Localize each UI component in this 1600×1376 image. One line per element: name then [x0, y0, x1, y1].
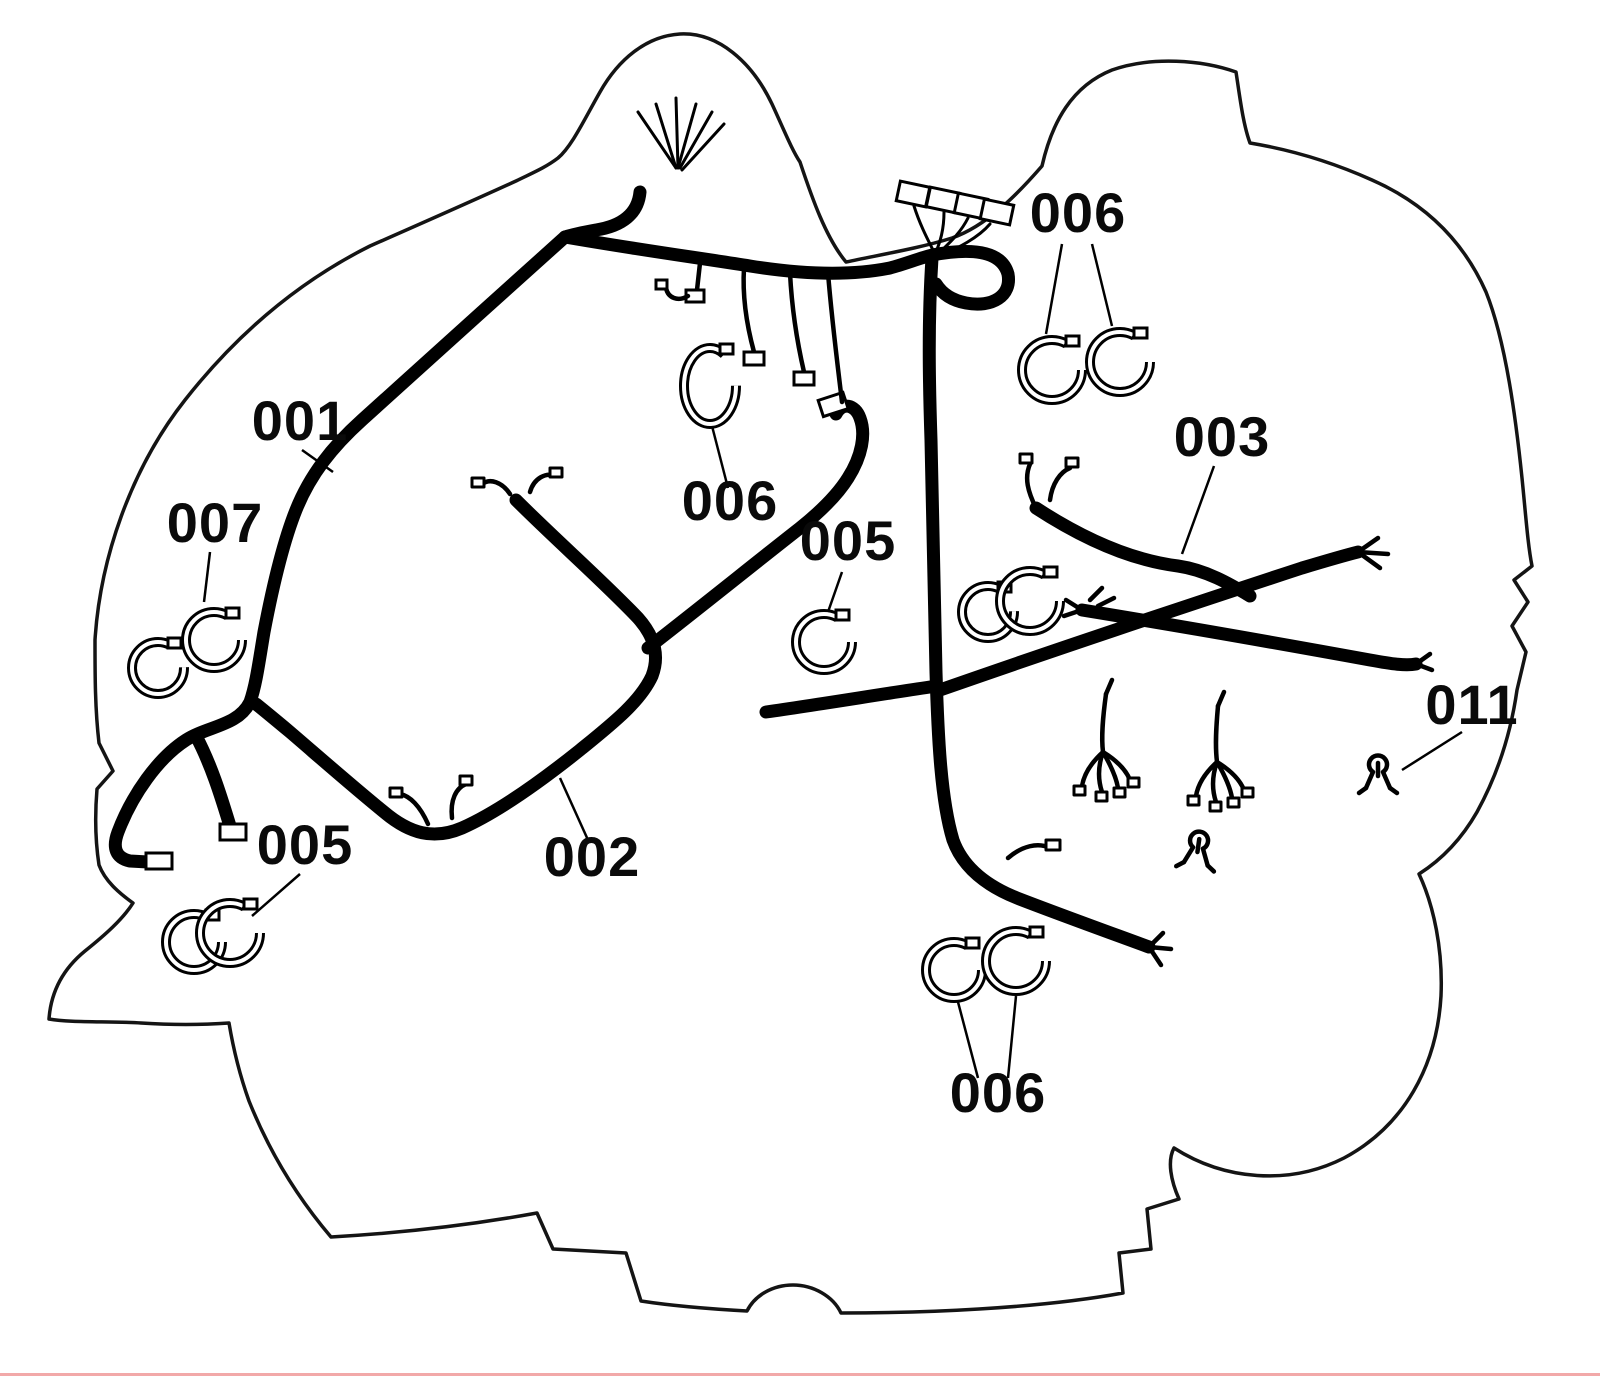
- push-clip: [1174, 829, 1217, 874]
- connector-cluster-top: [894, 179, 1016, 258]
- harness-003-cables: [933, 452, 1435, 697]
- clip-ring-006-center: [679, 342, 741, 429]
- push-clip-011: [1174, 753, 1400, 874]
- callout-001: 001: [252, 389, 348, 452]
- connector: [144, 851, 174, 871]
- plug-connector: [978, 197, 1016, 227]
- pigtail-bundle-a: [1072, 677, 1141, 803]
- clamp-rings: [127, 326, 1155, 1003]
- callout-007: 007: [167, 491, 263, 554]
- leader-lines: [202, 243, 1463, 1079]
- clip-ring-005-left-b: [195, 897, 265, 968]
- pigtail-bundle-b: [1186, 689, 1255, 813]
- wire-fan: [636, 96, 726, 172]
- clip-ring-005-center: [791, 608, 857, 675]
- drop-wires: [654, 260, 845, 405]
- connector: [218, 822, 248, 842]
- callout-006-bottom: 006: [950, 1061, 1046, 1124]
- vehicle-outline: [47, 32, 1534, 1315]
- harness-mid-horizontal-cable: [759, 680, 937, 719]
- callout-006-top-right: 006: [1030, 181, 1126, 244]
- clip-ring-006-bottom-b: [981, 925, 1051, 996]
- pigtail-hook-bottom: [1005, 838, 1062, 861]
- harness-top-horizontal-cable: [558, 230, 1015, 311]
- pigtail-connectors: [388, 466, 564, 827]
- plug-connector: [894, 179, 932, 209]
- callout-002: 002: [544, 825, 640, 888]
- callout-003: 003: [1174, 405, 1270, 468]
- clip-ring-mid-b: [995, 565, 1065, 636]
- callout-005-left: 005: [257, 813, 353, 876]
- callout-011: 011: [1425, 673, 1518, 736]
- callout-006-center: 006: [682, 469, 778, 532]
- clip-ring-007-a: [127, 636, 189, 699]
- clip-ring-007-b: [181, 606, 247, 673]
- pigtail-connectors: [1018, 452, 1080, 511]
- harness-002-loop-cable: [249, 466, 662, 841]
- clip-ring-006-bottom-a: [921, 936, 987, 1003]
- wire-fan-003: [1087, 585, 1117, 609]
- harness-right-vertical-cable: [922, 251, 1174, 968]
- bottom-edge-line: [0, 1373, 1600, 1376]
- clip-ring-006-tr-b: [1085, 326, 1155, 397]
- callout-005-center: 005: [800, 509, 896, 572]
- clip-ring-006-tr-a: [1017, 334, 1087, 405]
